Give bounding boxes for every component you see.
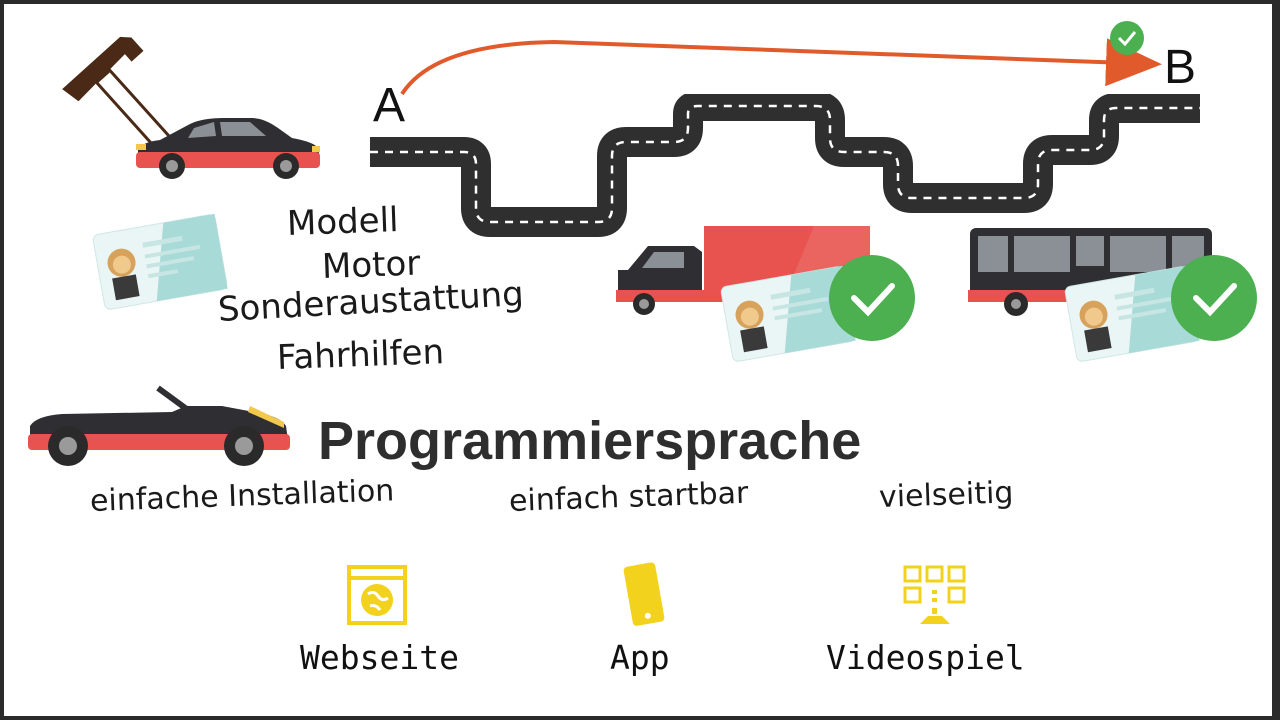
- convertible-car-icon: [28, 385, 290, 466]
- winding-road: [370, 94, 1200, 237]
- slide: Modell Motor Sonderaustattung Fahrhilfen…: [4, 4, 1272, 716]
- game-grid-icon: [903, 565, 966, 624]
- property-installation: einfache Installation: [89, 473, 395, 519]
- sedan-car-icon: [136, 118, 320, 179]
- point-b-label: B: [1164, 41, 1197, 94]
- check-truck-icon: [829, 255, 915, 341]
- license-card-icon: [92, 214, 228, 310]
- feature-fahrhilfen: Fahrhilfen: [276, 332, 445, 378]
- small-check-icon: [1110, 21, 1144, 55]
- globe-window-icon: [347, 565, 407, 625]
- property-vielseitig: vielseitig: [878, 475, 1014, 515]
- platform-label-videospiel: Videospiel: [826, 638, 1025, 677]
- route-arrow: [400, 38, 1162, 96]
- page-title: Programmiersprache: [318, 411, 862, 471]
- smartphone-icon: [623, 562, 665, 626]
- point-a-label: A: [373, 79, 406, 132]
- platform-label-webseite: Webseite: [300, 638, 459, 677]
- property-startbar: einfach startbar: [508, 475, 749, 519]
- feature-sonderaustattung: Sonderaustattung: [216, 274, 525, 330]
- check-bus-icon: [1171, 255, 1257, 341]
- platform-label-app: App: [610, 638, 670, 677]
